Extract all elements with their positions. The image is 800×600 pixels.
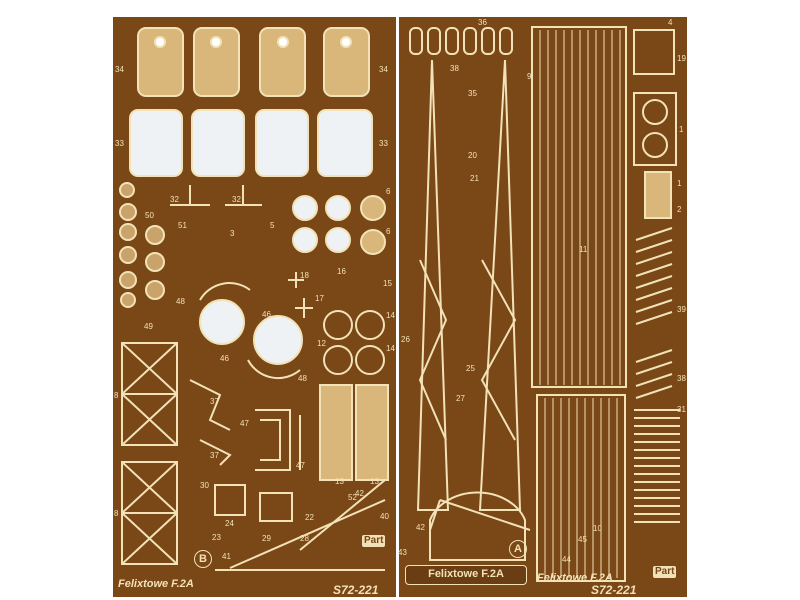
part-number: 18 [300,271,309,280]
part-number: 43 [398,548,407,557]
fret-a-letter: A [509,540,527,558]
part-number: 23 [212,533,221,542]
part-number: 37 [210,397,219,406]
part-number: 52 [348,493,357,502]
part-number: 48 [298,374,307,383]
wing-struts [416,59,531,531]
part-number: 29 [262,534,271,543]
part-number: 14 [386,344,395,353]
part-number: 1 [679,125,684,134]
fret-b-code: S72-221 [333,583,379,597]
part-number: 39 [677,305,686,314]
part-number: 49 [144,322,153,331]
part-number: 8 [114,391,119,400]
gear-parts-50 [119,182,165,308]
tabs-36 [409,27,513,55]
part-number: 14 [386,311,395,320]
part-number: 19 [677,54,686,63]
part-number: 16 [337,267,346,276]
part-number: 17 [315,294,324,303]
part-number: 25 [466,364,475,373]
circles-12-14 [323,310,385,375]
fret-a-code: S72-221 [591,583,637,597]
part-number: 42 [355,489,364,498]
gauge-dials [292,195,386,255]
part-number: 4 [668,18,673,27]
part-number: 31 [677,405,686,414]
part-number: 2 [677,205,682,214]
part-number: 48 [176,297,185,306]
ribs [539,30,621,578]
window-frames-33 [129,109,373,177]
part-number: 11 [579,245,588,254]
part-number: 51 [178,221,187,230]
fret-a-kit-name: Felixtowe F.2A [537,572,613,584]
part-number: 33 [379,139,388,148]
part-number: 34 [115,65,124,74]
part-number: 27 [456,394,465,403]
part-number: 47 [240,419,249,428]
part-number: 33 [115,139,124,148]
part-number: 34 [379,65,388,74]
part-number: 28 [300,534,309,543]
part-number: 32 [170,195,179,204]
fret-b-logo: Part [362,535,386,547]
part-number: 13 [370,477,379,486]
part-number: 46 [220,354,229,363]
part-number: 35 [468,89,477,98]
part-number: 45 [578,535,587,544]
part-number: 20 [468,151,477,160]
fret-b-letter: B [194,550,212,568]
part-number: 37 [210,451,219,460]
part-number: 42 [416,523,425,532]
part-number: 50 [145,211,154,220]
part-number: 46 [262,310,271,319]
part-number: 44 [562,555,571,564]
part-number: 15 [383,279,392,288]
part-number: 36 [478,18,487,27]
mesh-panels-34 [137,27,370,97]
part-number: 38 [450,64,459,73]
part-number: 38 [677,374,686,383]
rings-46 [199,282,303,380]
part-number: 6 [386,187,391,196]
part-number: 24 [225,519,234,528]
part-number: 5 [270,221,275,230]
part-number: 8 [114,509,119,518]
part-number: 12 [317,339,326,348]
part-number: 47 [296,461,305,470]
part-number: 21 [470,174,479,183]
part-number: 22 [305,513,314,522]
part-number: 40 [380,512,389,521]
part-number: 13 [335,477,344,486]
part-number: 41 [222,552,231,561]
fret-b-kit-name: Felixtowe F.2A [118,578,194,590]
fret-a-nameplate: Felixtowe F.2A [405,565,527,585]
part-number: 9 [527,72,532,81]
part-number: 30 [200,481,209,490]
part-number: 6 [386,227,391,236]
part-number: 26 [401,335,410,344]
part-number: 32 [232,195,241,204]
part-number: 1 [677,179,682,188]
fret-a-logo: Part [653,566,677,578]
part-number: 10 [593,524,602,533]
x-panels-left [121,342,178,565]
part-number: 3 [230,229,235,238]
